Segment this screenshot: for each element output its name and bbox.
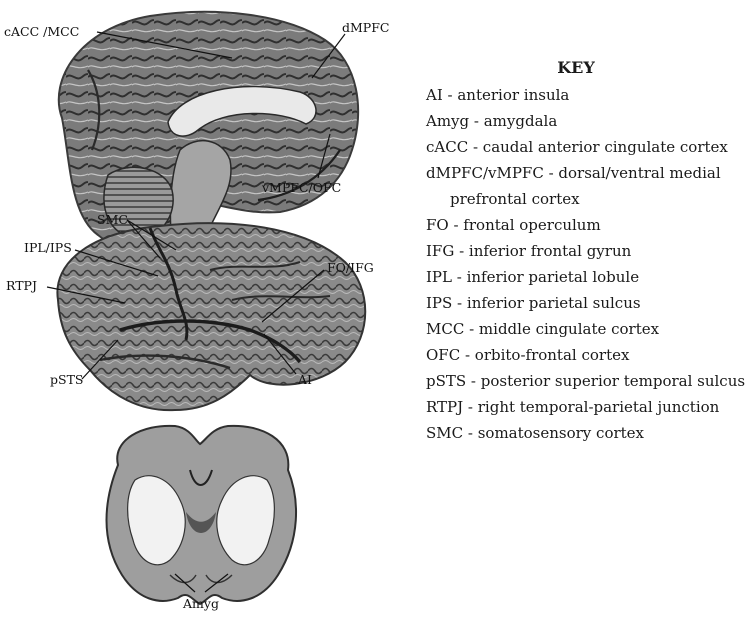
key-item: IPL - inferior parietal lobule	[426, 264, 746, 290]
label-psts: pSTS	[50, 372, 83, 387]
label-ai: AI	[297, 372, 312, 387]
key-item: AI - anterior insula	[426, 82, 746, 108]
label-vmpfc-ofc: vMPFC/OFC	[261, 180, 341, 195]
key-item: OFC - orbito-frontal cortex	[426, 342, 746, 368]
key-item: RTPJ - right temporal-parietal junction	[426, 394, 746, 420]
key-title: KEY	[406, 58, 746, 78]
key-item: cACC - caudal anterior cingulate cortex	[426, 134, 746, 160]
key-legend: KEY AI - anterior insula Amyg - amygdala…	[426, 58, 746, 446]
label-rtpj: RTPJ	[6, 278, 37, 293]
key-item: IFG - inferior frontal gyrun	[426, 238, 746, 264]
key-item: dMPFC/vMPFC - dorsal/ventral medial pref…	[426, 160, 746, 212]
label-cacc-mcc: cACC /MCC	[4, 24, 79, 39]
key-item: SMC - somatosensory cortex	[426, 420, 746, 446]
coronal-brain-image	[107, 426, 297, 604]
label-smc: SMC	[97, 212, 128, 227]
key-item: FO - frontal operculum	[426, 212, 746, 238]
label-amyg: Amyg	[182, 596, 219, 611]
key-item: MCC - middle cingulate cortex	[426, 316, 746, 342]
key-item: Amyg - amygdala	[426, 108, 746, 134]
label-dmpfc: dMPFC	[342, 20, 389, 35]
label-fo-ifg: FO/IFG	[327, 260, 374, 275]
label-ipl-ips: IPL/IPS	[24, 240, 72, 255]
lateral-brain-image	[57, 223, 365, 410]
key-item: IPS - inferior parietal sulcus	[426, 290, 746, 316]
key-item: pSTS - posterior superior temporal sulcu…	[426, 368, 746, 394]
